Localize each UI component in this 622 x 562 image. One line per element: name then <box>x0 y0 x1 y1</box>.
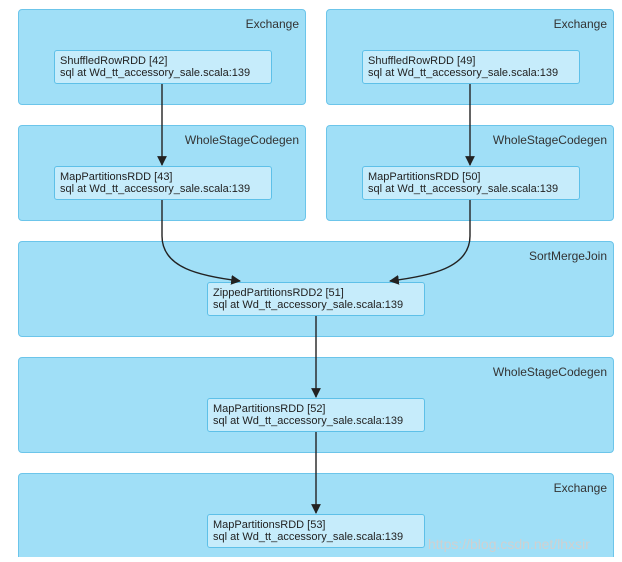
rdd-name: ZippedPartitionsRDD2 [51] <box>213 287 344 299</box>
rdd-callsite: sql at Wd_tt_accessory_sale.scala:139 <box>368 183 559 195</box>
rdd-node-52[interactable]: MapPartitionsRDD [52] sql at Wd_tt_acces… <box>207 398 425 432</box>
cluster-label: WholeStageCodegen <box>184 133 299 147</box>
rdd-node-42[interactable]: ShuffledRowRDD [42] sql at Wd_tt_accesso… <box>54 50 272 84</box>
rdd-name: ShuffledRowRDD [42] <box>60 55 168 67</box>
rdd-name: ShuffledRowRDD [49] <box>368 55 476 67</box>
rdd-node-51[interactable]: ZippedPartitionsRDD2 [51] sql at Wd_tt_a… <box>207 282 425 316</box>
rdd-callsite: sql at Wd_tt_accessory_sale.scala:139 <box>213 299 404 311</box>
rdd-name: MapPartitionsRDD [43] <box>60 171 173 183</box>
cluster-label: Exchange <box>553 17 607 31</box>
rdd-name: MapPartitionsRDD [50] <box>368 171 481 183</box>
rdd-callsite: sql at Wd_tt_accessory_sale.scala:139 <box>368 67 559 79</box>
rdd-callsite: sql at Wd_tt_accessory_sale.scala:139 <box>60 183 251 195</box>
rdd-name: MapPartitionsRDD [53] <box>213 519 326 531</box>
rdd-callsite: sql at Wd_tt_accessory_sale.scala:139 <box>213 415 404 427</box>
rdd-node-49[interactable]: ShuffledRowRDD [49] sql at Wd_tt_accesso… <box>362 50 580 84</box>
page-bottom-edge <box>0 557 622 562</box>
cluster-label: WholeStageCodegen <box>492 133 607 147</box>
rdd-callsite: sql at Wd_tt_accessory_sale.scala:139 <box>213 531 404 543</box>
rdd-node-53[interactable]: MapPartitionsRDD [53] sql at Wd_tt_acces… <box>207 514 425 548</box>
cluster-label: WholeStageCodegen <box>492 365 607 379</box>
cluster-label: SortMergeJoin <box>528 249 607 263</box>
rdd-node-50[interactable]: MapPartitionsRDD [50] sql at Wd_tt_acces… <box>362 166 580 200</box>
rdd-name: MapPartitionsRDD [52] <box>213 403 326 415</box>
rdd-node-43[interactable]: MapPartitionsRDD [43] sql at Wd_tt_acces… <box>54 166 272 200</box>
watermark: https://blog.csdn.net/lhxsir <box>428 536 590 552</box>
rdd-callsite: sql at Wd_tt_accessory_sale.scala:139 <box>60 67 251 79</box>
cluster-label: Exchange <box>553 481 607 495</box>
cluster-label: Exchange <box>245 17 299 31</box>
